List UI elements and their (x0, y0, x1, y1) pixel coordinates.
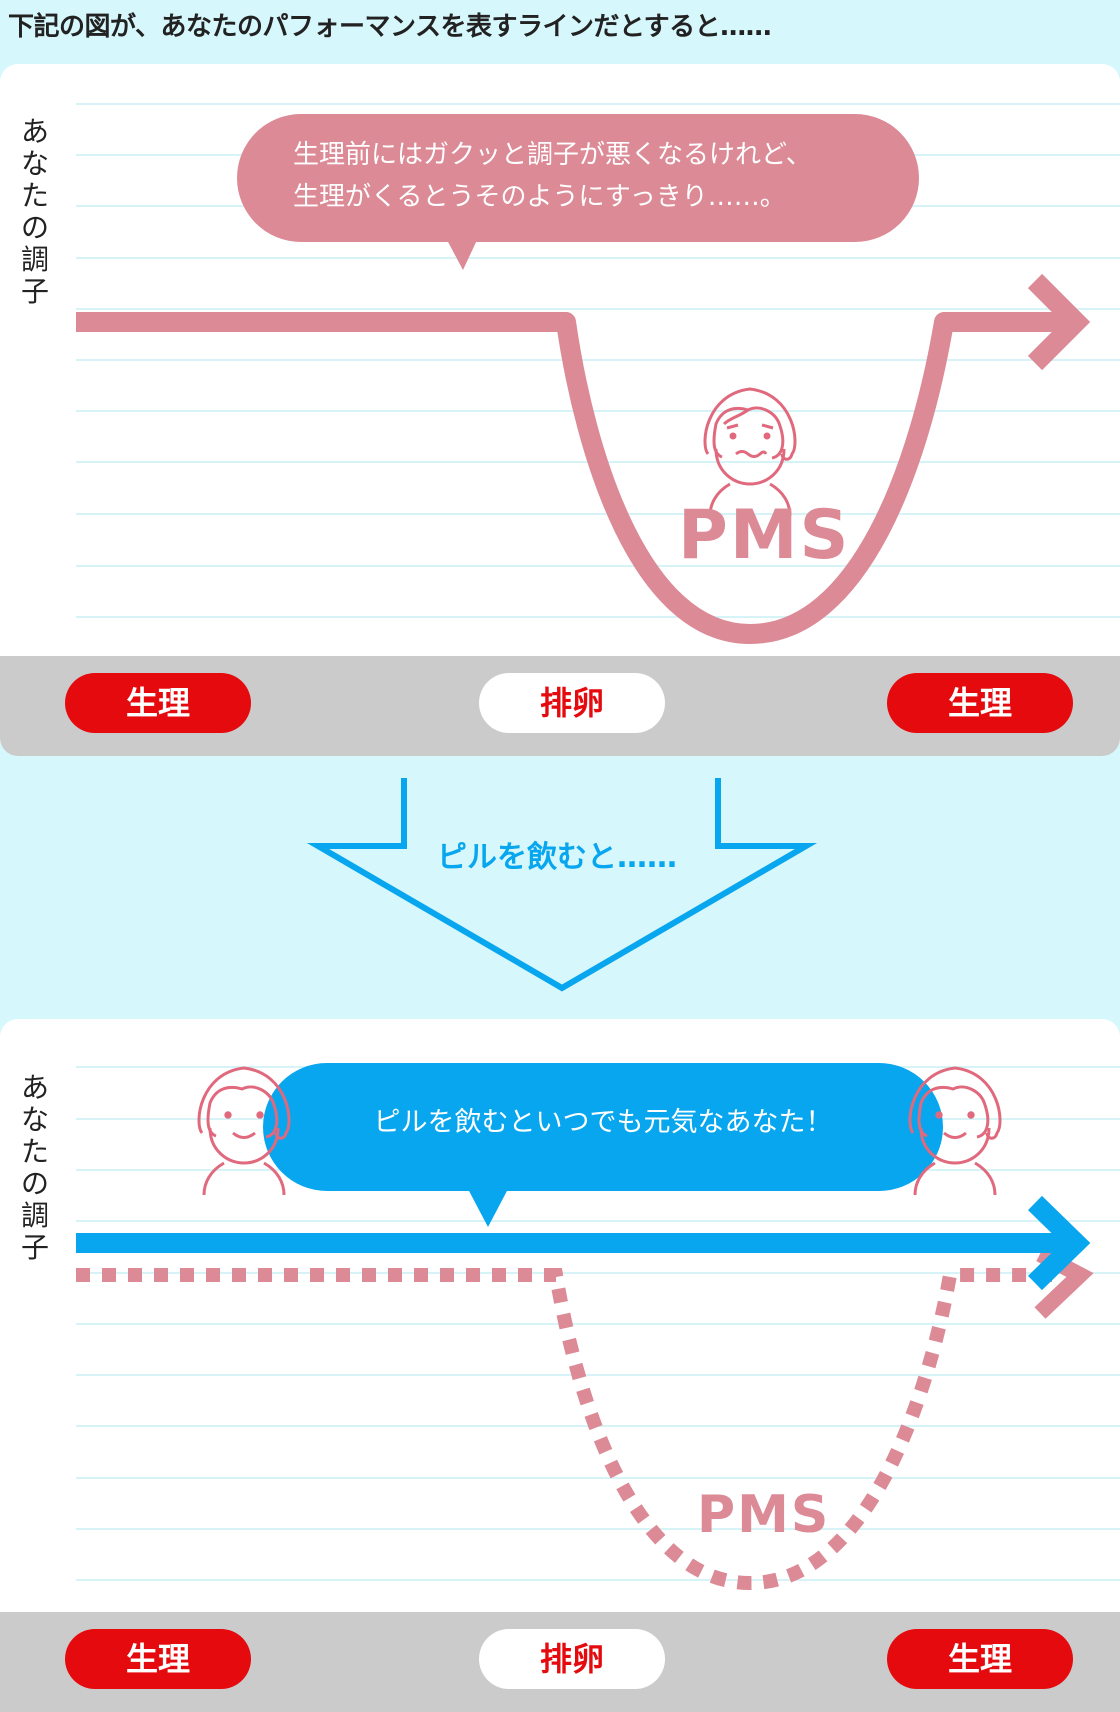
pms-label: PMS (678, 496, 851, 575)
transition-label: ピルを飲むと…… (437, 840, 677, 875)
pms-label: PMS (697, 1485, 831, 1545)
smiling-woman-icon (197, 1066, 291, 1196)
period-badge-right: 生理 (887, 673, 1073, 733)
smiling-woman-icon (908, 1066, 1002, 1196)
speech-bubble: 生理前にはガクッと調子が悪くなるけれど、 生理がくるとうそのようにすっきり……。 (237, 114, 919, 242)
bubble-line-1: 生理前にはガクッと調子が悪くなるけれど、 (293, 140, 812, 170)
performance-line (76, 240, 1091, 644)
period-badge-left: 生理 (65, 1629, 251, 1689)
intro-text: 下記の図が、あなたのパフォーマンスを表すラインだとすると…… (8, 12, 772, 42)
cycle-footer: 生理 排卵 生理 (0, 656, 1120, 756)
cycle-footer: 生理 排卵 生理 (0, 1612, 1120, 1712)
y-axis-label: あなたの調子 (20, 115, 49, 308)
top-panel: あなたの調子 生理前にはガクッと調子が悪くなるけれど、 生理がくるとうそのように… (0, 64, 1120, 756)
performance-curve (76, 312, 1080, 644)
down-arrow-outline (306, 778, 818, 992)
ovulation-badge: 排卵 (479, 1629, 665, 1689)
speech-bubble: ピルを飲むといつでも元気なあなた！ (263, 1063, 943, 1191)
bubble-tail (447, 240, 477, 270)
ovulation-badge: 排卵 (479, 673, 665, 733)
worried-woman-icon (703, 387, 797, 517)
pms-dashed-curve (76, 1268, 1060, 1591)
bottom-grid (76, 1066, 1120, 1581)
arrow-head (1027, 273, 1091, 371)
pill-arrow-head (1028, 1195, 1091, 1291)
comparison-lines (76, 1066, 1094, 1591)
bottom-panel: あなたの調子 ピルを飲むといつでも元気なあなた！ (0, 1019, 1120, 1712)
bubble-line-2: 生理がくるとうそのようにすっきり……。 (293, 182, 786, 212)
period-badge-right: 生理 (887, 1629, 1073, 1689)
bubble-tail (468, 1189, 508, 1227)
y-axis-label: あなたの調子 (20, 1071, 49, 1264)
period-badge-left: 生理 (65, 673, 251, 733)
